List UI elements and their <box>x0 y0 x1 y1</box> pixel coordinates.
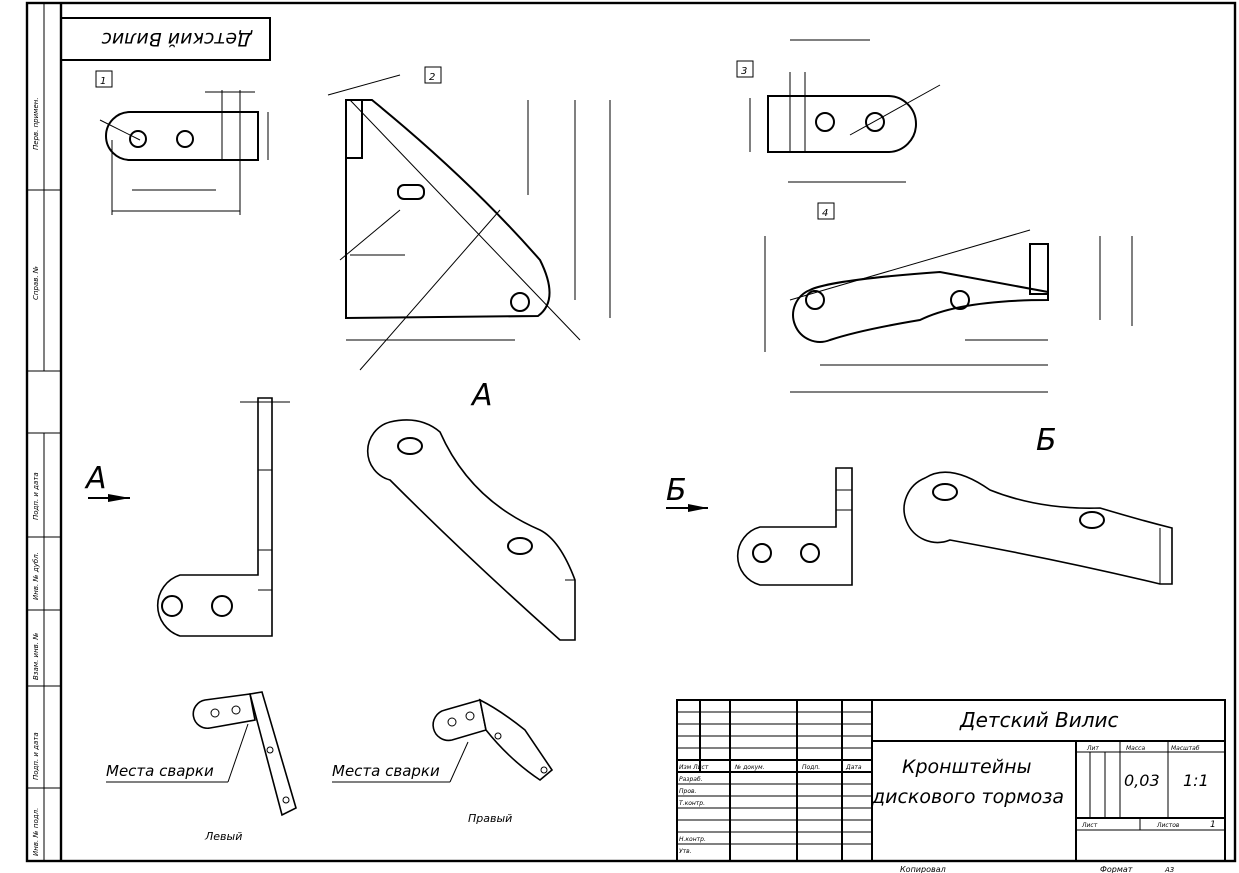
tb-row-doc: № докум. <box>734 764 765 771</box>
tb-row-check: Пров. <box>679 788 697 795</box>
side-label-5: Подп. и дата <box>32 732 40 780</box>
tb-row-izm: Изм Лист <box>679 764 709 771</box>
weld-callout-left: Места сварки <box>106 762 214 780</box>
bracket-mark-3: 3 <box>741 66 747 77</box>
weld-right-part-label: Правый <box>468 812 512 825</box>
tb-format-value: A3 <box>1164 866 1174 873</box>
side-label-2: Подп. и дата <box>32 472 40 520</box>
tb-sheets-label: Листов <box>1156 822 1180 829</box>
view-b-bracket <box>903 471 1173 585</box>
sheet-frame <box>25 1 1237 863</box>
title-block: Изм Лист № докум. Подп. Дата Разраб. Про… <box>676 699 1226 873</box>
bracket-3-view: 3 <box>736 39 941 183</box>
tb-mass-value: 0,03 <box>1124 771 1160 790</box>
side-label-6: Инв. № подл. <box>32 808 40 856</box>
bracket-1-view: 1 <box>95 70 269 215</box>
tb-lit-header: Лит <box>1086 745 1099 752</box>
tb-row-dev: Разраб. <box>679 776 703 783</box>
tb-name-line2: дискового тормоза <box>871 786 1064 808</box>
view-a-part: А <box>84 397 290 637</box>
side-label-3: Инв. № дубл. <box>32 552 40 600</box>
side-label-0: Перв. примен. <box>32 97 40 150</box>
bracket-mark-4: 4 <box>822 208 828 219</box>
bracket-mark-2: 2 <box>429 72 435 83</box>
section-a-label: А <box>470 378 493 413</box>
tb-mass-header: Масса <box>1126 745 1145 752</box>
bracket-2-view: 2 <box>327 66 611 371</box>
tb-row-date: Дата <box>845 764 862 771</box>
weld-left-part-label: Левый <box>204 830 242 843</box>
bracket-4-view: 4 <box>764 202 1133 393</box>
tb-row-ncontrol: Н.контр. <box>679 836 706 843</box>
tb-copied-label: Копировал <box>900 865 946 873</box>
view-b-part: Б <box>666 467 853 586</box>
stamp-box-text: Детский Вилис <box>101 28 253 50</box>
arrow-b-label: Б <box>666 473 687 508</box>
tb-scale-value: 1:1 <box>1183 771 1209 790</box>
tb-row-tcontrol: Т.контр. <box>679 800 705 807</box>
tb-sheet-label: Лист <box>1081 822 1098 829</box>
tb-format-label: Формат <box>1100 865 1133 873</box>
tb-name-line1: Кронштейны <box>902 756 1032 778</box>
stamp-box: Детский Вилис <box>60 17 271 61</box>
arrow-a-label: А <box>84 461 107 496</box>
view-a-bracket <box>366 419 576 641</box>
tb-scale-header: Масштаб <box>1171 745 1200 752</box>
tb-row-sign: Подп. <box>802 764 820 771</box>
weld-callout-right: Места сварки <box>332 762 440 780</box>
bracket-mark-1: 1 <box>100 76 106 87</box>
tb-row-approve: Утв. <box>679 848 692 855</box>
weld-assembly-left: Места сварки Левый <box>106 691 297 843</box>
tb-sheets-value: 1 <box>1210 820 1216 830</box>
tb-project: Детский Вилис <box>959 708 1119 732</box>
side-label-4: Взам. инв. № <box>32 632 40 680</box>
side-label-1: Справ. № <box>32 266 40 300</box>
weld-assembly-right: Места сварки Правый <box>332 698 554 825</box>
section-b-label: Б <box>1036 423 1057 458</box>
side-column: Перв. примен. Справ. № Подп. и дата Инв.… <box>26 2 62 861</box>
